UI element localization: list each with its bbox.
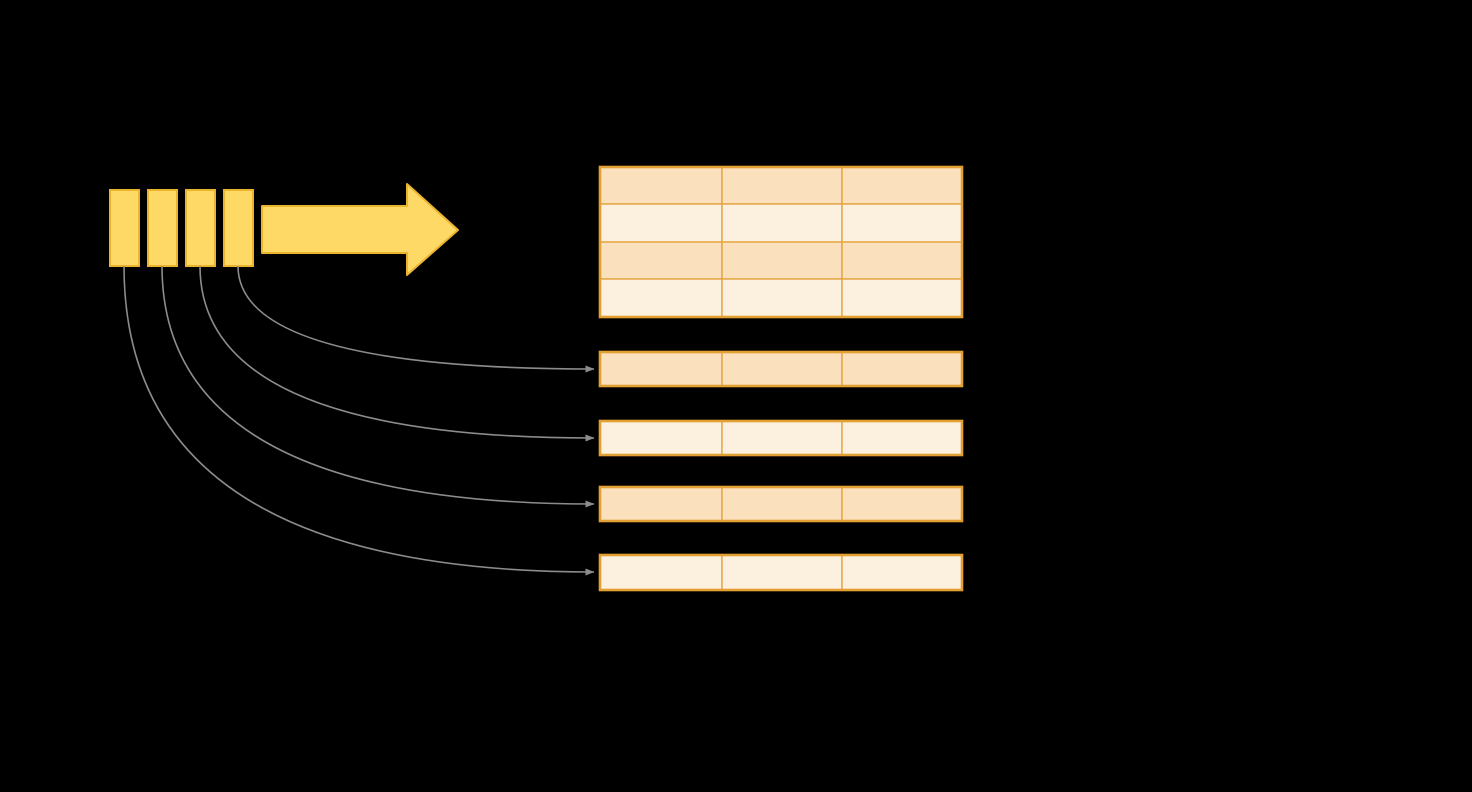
table-cell <box>599 203 723 243</box>
batch-segment-1 <box>109 189 140 267</box>
connector-arrow-3 <box>161 265 595 508</box>
table-cell <box>599 278 723 318</box>
table-cell <box>721 203 843 243</box>
table-cell <box>841 166 963 205</box>
batch-segment-4 <box>223 189 254 267</box>
table-cell <box>721 278 843 318</box>
connector-arrow-1 <box>237 265 595 373</box>
table-cell <box>841 351 963 387</box>
row-table-1 <box>598 350 964 388</box>
table-border <box>598 419 964 457</box>
flow-arrow <box>261 183 459 276</box>
table-cell <box>841 554 963 591</box>
table-cell <box>721 554 843 591</box>
table-border <box>598 165 964 319</box>
table-cell <box>599 241 723 280</box>
table-cell <box>841 486 963 522</box>
table-cell <box>721 486 843 522</box>
table-border <box>598 350 964 388</box>
output-table <box>598 165 964 319</box>
table-cell <box>599 420 723 456</box>
row-table-2 <box>598 419 964 457</box>
table-cell <box>599 351 723 387</box>
table-cell <box>599 554 723 591</box>
connectors <box>123 265 595 576</box>
batch-segment-2 <box>147 189 178 267</box>
connector-arrow-2 <box>199 265 595 442</box>
table-border <box>598 485 964 523</box>
table-cell <box>841 203 963 243</box>
table-cell <box>599 486 723 522</box>
batch-stack <box>109 189 254 267</box>
row-table-4 <box>598 553 964 592</box>
table-cell <box>721 166 843 205</box>
table-cell <box>599 166 723 205</box>
table-cell <box>721 351 843 387</box>
table-cell <box>841 278 963 318</box>
table-border <box>598 553 964 592</box>
table-cell <box>841 241 963 280</box>
batch-segment-3 <box>185 189 216 267</box>
table-cell <box>841 420 963 456</box>
connector-arrow-4 <box>123 265 595 576</box>
table-cell <box>721 241 843 280</box>
table-cell <box>721 420 843 456</box>
row-table-3 <box>598 485 964 523</box>
